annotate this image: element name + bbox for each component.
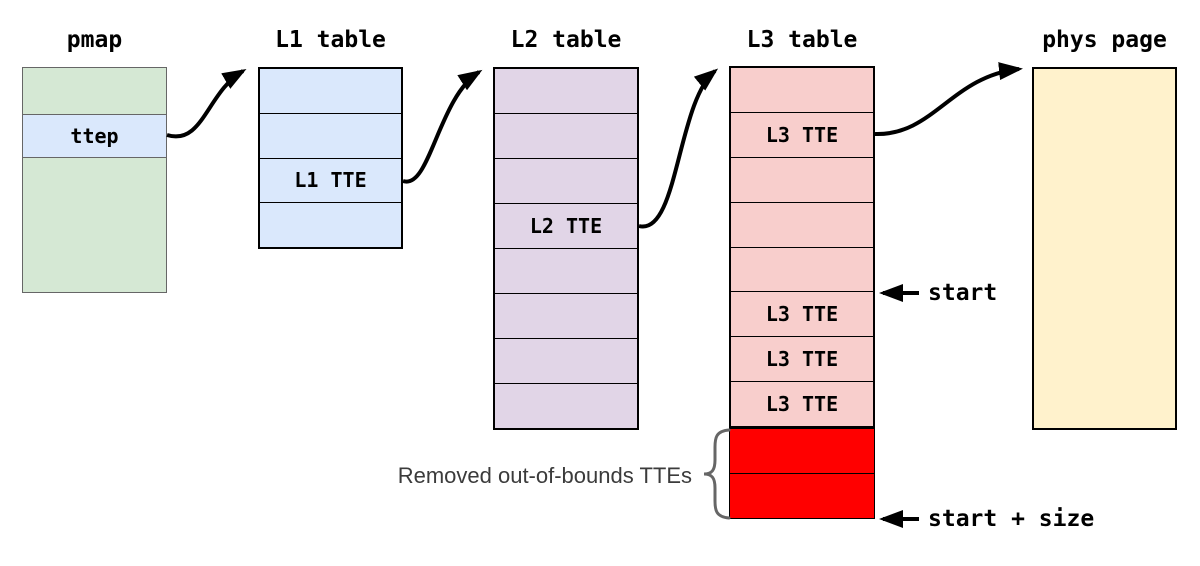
l3-row-tte: L3 TTE: [731, 336, 873, 381]
l3-removed-ttes-box: [729, 428, 875, 519]
l2-row-tte: L2 TTE: [495, 203, 637, 248]
l1-table-title: L1 table: [275, 27, 386, 53]
pmap-box: ttep: [22, 67, 167, 293]
l2-row-empty: [495, 113, 637, 158]
arrow-l1tte-to-l2: [402, 69, 483, 184]
l2-row-empty: [495, 383, 637, 428]
removed-ttes-brace: [703, 428, 731, 520]
l1-table-box: L1 TTE: [258, 67, 403, 249]
l3-row-empty: [731, 201, 873, 247]
phys-page-box: [1032, 67, 1177, 430]
l3-row-empty: [731, 156, 873, 202]
arrow-l2tte-to-l3: [638, 68, 719, 229]
pmap-row-ttep: ttep: [23, 114, 166, 157]
start-plus-size-label: start + size: [928, 506, 1095, 532]
l1-row-empty: [260, 112, 401, 158]
l3-row-tte: L3 TTE: [731, 111, 873, 157]
l2-table-box: L2 TTE: [493, 67, 639, 430]
phys-page-title: phys page: [1042, 27, 1167, 53]
removed-ttes-label: Removed out-of-bounds TTEs: [397, 463, 692, 488]
l2-table-title: L2 table: [510, 27, 622, 53]
pmap-row-empty: [23, 157, 166, 292]
arrow-ttep-to-l1: [166, 68, 247, 139]
start-label: start: [928, 280, 998, 306]
l1-row-empty: [260, 202, 401, 247]
l1-row-empty: [260, 69, 401, 113]
l3-removed-row: [730, 429, 874, 473]
pmap-title: pmap: [66, 27, 123, 53]
l3-removed-row: [730, 473, 874, 518]
l2-row-empty: [495, 338, 637, 383]
l3-row-empty: [731, 246, 873, 292]
phys-page-empty: [1034, 69, 1175, 428]
l3-table-title: L3 table: [746, 27, 858, 53]
arrow-l3tte-to-physpage: [874, 62, 1023, 137]
l3-row-tte: L3 TTE: [731, 291, 873, 336]
l2-row-empty: [495, 293, 637, 338]
l2-row-empty: [495, 248, 637, 293]
l3-row-empty: [731, 68, 873, 112]
l2-row-empty: [495, 158, 637, 203]
pmap-row-empty: [23, 68, 166, 114]
l1-row-tte: L1 TTE: [260, 157, 401, 203]
l3-row-tte: L3 TTE: [731, 381, 873, 426]
l3-table-box: L3 TTE L3 TTE L3 TTE L3 TTE: [729, 66, 875, 428]
l2-row-empty: [495, 69, 637, 113]
